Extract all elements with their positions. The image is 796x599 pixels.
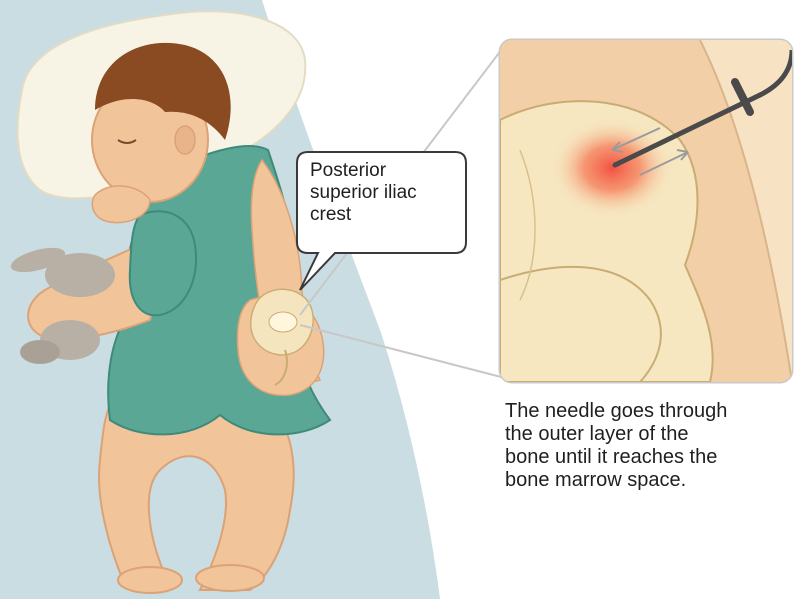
callout-label: Posterior superior iliac crest [310, 160, 460, 226]
caption: The needle goes through the outer layer … [505, 400, 795, 492]
caption-line-1: The needle goes through [505, 400, 795, 423]
callout-line-3: crest [310, 204, 460, 226]
caption-line-4: bone marrow space. [505, 469, 795, 492]
callout-line-1: Posterior [310, 160, 460, 182]
left-foot [118, 567, 182, 593]
caption-line-3: bone until it reaches the [505, 446, 795, 469]
callout-line-2: superior iliac [310, 182, 460, 204]
caption-line-2: the outer layer of the [505, 423, 795, 446]
ear [175, 126, 195, 154]
right-foot [196, 565, 264, 591]
inset-zoom-view [500, 40, 792, 382]
